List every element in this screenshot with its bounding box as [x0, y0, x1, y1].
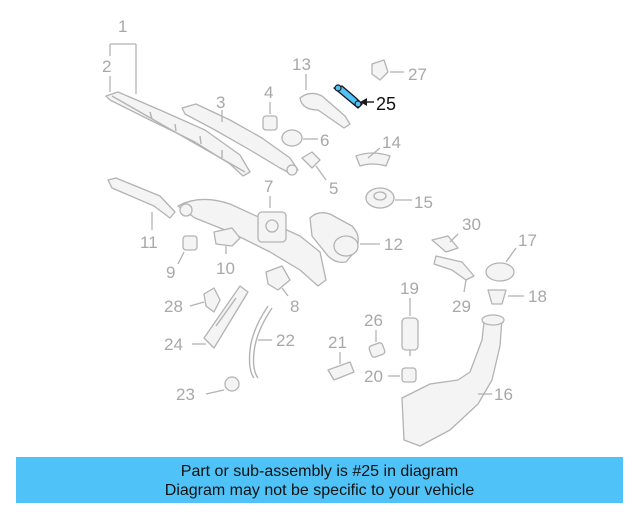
part-7-linkage[interactable]	[177, 198, 327, 287]
part-24[interactable]	[203, 285, 249, 349]
leader-30	[449, 233, 459, 243]
label-2: 2	[102, 57, 111, 76]
label-16: 16	[494, 385, 513, 404]
label-26: 26	[364, 311, 383, 330]
part-wiper-arm[interactable]	[181, 103, 299, 176]
part-14[interactable]	[355, 152, 391, 167]
part-12-motor[interactable]	[309, 212, 359, 264]
label-29: 29	[452, 297, 471, 316]
label-10: 10	[216, 259, 235, 278]
part-10[interactable]	[213, 227, 241, 247]
label-25-highlighted: 25	[376, 94, 396, 114]
label-9: 9	[166, 263, 175, 282]
leader-23	[205, 389, 225, 395]
leader-29	[463, 279, 467, 293]
label-11: 11	[140, 233, 158, 252]
part-28[interactable]	[203, 287, 221, 313]
part-17[interactable]	[485, 262, 515, 282]
banner-line-part: Part or sub-assembly is #25 in diagram	[180, 463, 459, 480]
part-4[interactable]	[262, 115, 278, 131]
label-15: 15	[414, 193, 433, 212]
label-18: 18	[528, 287, 547, 306]
part-15[interactable]	[365, 187, 395, 209]
banner-line-disclaimer: Diagram may not be specific to your vehi…	[164, 482, 475, 499]
part-11[interactable]	[107, 177, 176, 219]
part-16-reservoir[interactable]	[401, 314, 505, 447]
part-13[interactable]	[299, 92, 351, 129]
part-18[interactable]	[487, 289, 507, 305]
label-23: 23	[176, 385, 195, 404]
label-14: 14	[382, 133, 401, 152]
part-20[interactable]	[401, 367, 417, 383]
part-22[interactable]	[248, 305, 273, 379]
part-9[interactable]	[182, 235, 198, 251]
part-25-highlighted[interactable]	[333, 84, 363, 109]
label-19: 19	[400, 279, 419, 298]
part-6[interactable]	[281, 129, 303, 147]
label-7: 7	[264, 177, 273, 196]
leader-14	[367, 147, 381, 159]
label-5: 5	[329, 179, 338, 198]
parts-diagram: 1 2 3 4 5 6 7 8 9 10 11 12 13 14 15 16 1…	[102, 17, 547, 447]
part-26[interactable]	[368, 342, 386, 358]
part-23[interactable]	[224, 376, 240, 392]
leader-28	[189, 301, 205, 307]
label-13: 13	[292, 55, 311, 74]
label-6: 6	[320, 131, 329, 150]
part-8[interactable]	[265, 265, 291, 291]
label-24: 24	[164, 335, 183, 354]
part-wiper-blade[interactable]	[105, 91, 251, 177]
label-30: 30	[462, 215, 481, 234]
part-30[interactable]	[431, 235, 459, 253]
leader-5	[315, 165, 327, 181]
label-27: 27	[408, 65, 427, 84]
label-4: 4	[264, 83, 273, 102]
label-12: 12	[384, 235, 403, 254]
label-1: 1	[118, 17, 127, 36]
part-27[interactable]	[371, 59, 389, 81]
label-28: 28	[164, 297, 183, 316]
leader-1	[109, 43, 137, 94]
part-5[interactable]	[301, 151, 321, 169]
part-19[interactable]	[401, 317, 419, 356]
label-8: 8	[290, 297, 299, 316]
leader-25-arrow	[360, 98, 367, 106]
leader-17	[505, 247, 517, 263]
label-22: 22	[276, 331, 295, 350]
leader-8	[281, 287, 289, 297]
label-20: 20	[364, 367, 383, 386]
label-3: 3	[216, 93, 225, 112]
label-21: 21	[328, 333, 347, 352]
part-21[interactable]	[327, 361, 355, 381]
info-banner: Part or sub-assembly is #25 in diagram D…	[16, 457, 623, 503]
part-29[interactable]	[433, 255, 475, 281]
leader-9	[177, 251, 185, 265]
label-17: 17	[518, 231, 537, 250]
